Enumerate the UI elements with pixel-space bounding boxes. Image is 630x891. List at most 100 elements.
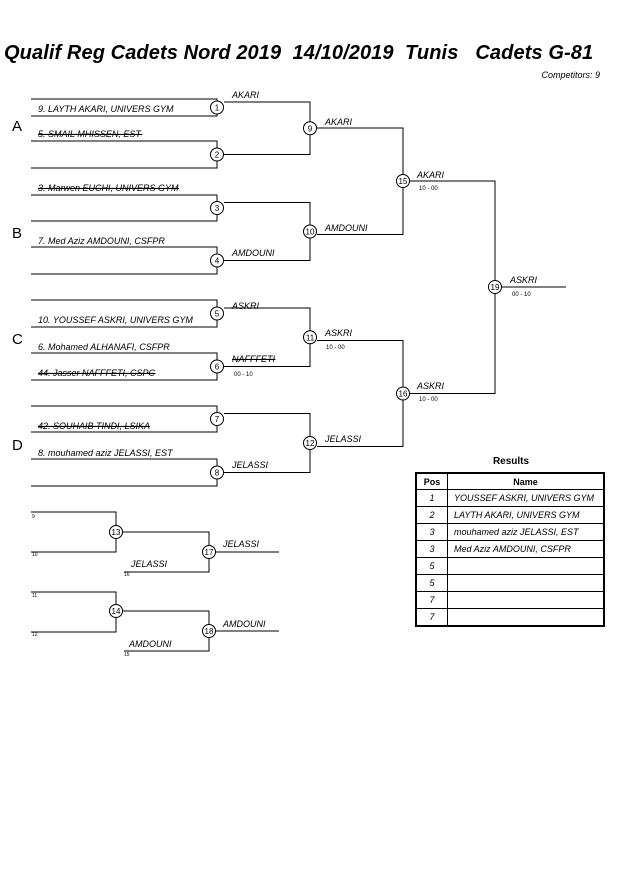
match-number-circle xyxy=(303,121,317,136)
result-pos: 3 xyxy=(416,523,448,541)
match-number-circle xyxy=(488,280,502,294)
match-number-circle xyxy=(303,436,317,450)
match-number: 17 xyxy=(205,548,214,557)
match-number: 4 xyxy=(215,257,220,266)
repechage-bracket xyxy=(31,511,117,553)
results-row: 5 xyxy=(416,574,604,592)
result-name: LAYTH AKARI, UNIVERS GYM xyxy=(447,506,604,524)
first-round-bracket xyxy=(31,246,218,275)
competitor-name: 7. Med Aziz AMDOUNI, CSFPR xyxy=(38,236,165,246)
match-number-circle xyxy=(303,330,317,345)
competitors-count: Competitors: 9 xyxy=(541,70,600,80)
match-number-circle xyxy=(109,525,123,539)
results-title: Results xyxy=(492,456,530,467)
match-number: 11 xyxy=(306,333,315,342)
match-number: 3 xyxy=(215,204,220,213)
result-pos: 7 xyxy=(416,591,448,609)
match-number: 2 xyxy=(215,151,220,160)
match-number-circle xyxy=(303,224,317,239)
repechage-source: 12 xyxy=(32,632,38,638)
match-number-circle xyxy=(202,545,216,559)
match-number: 13 xyxy=(112,528,121,537)
result-name: mouhamed aziz JELASSI, EST xyxy=(447,523,604,541)
match-number: 15 xyxy=(399,177,408,186)
champion-name: ASKRI xyxy=(509,275,538,285)
results-header-row: Pos Name xyxy=(416,473,604,490)
semi-final-bracket xyxy=(317,340,404,447)
result-name xyxy=(447,557,604,575)
match-number: 18 xyxy=(205,627,214,636)
match-number: 8 xyxy=(215,469,220,478)
match-number: 14 xyxy=(112,607,121,616)
match-number-circle xyxy=(210,253,224,268)
second-round-bracket xyxy=(224,101,311,155)
repechage-name: AMDOUNI xyxy=(128,639,172,649)
result-name: Med Aziz AMDOUNI, CSFPR xyxy=(447,540,604,558)
result-name xyxy=(447,591,604,609)
results-row: 5 xyxy=(416,557,604,575)
match-number-circle xyxy=(210,359,224,374)
result-name xyxy=(447,574,604,592)
match-number-circle xyxy=(210,412,224,426)
competitor-name: 6. Mohamed ALHANAFI, CSFPR xyxy=(38,342,170,352)
repechage-source: 15 xyxy=(124,652,130,658)
match-number-circle xyxy=(210,201,224,215)
repechage-source: 11 xyxy=(32,593,37,599)
round1-winner: AKARI xyxy=(231,90,260,100)
round1-winner: ASKRI xyxy=(231,301,260,311)
match-number: 16 xyxy=(399,390,408,399)
first-round-bracket xyxy=(31,194,218,222)
match-number-circle xyxy=(109,604,123,618)
results-row: 7 xyxy=(416,608,604,626)
match-number: 7 xyxy=(215,415,220,424)
results-header-name: Name xyxy=(447,473,604,490)
round2-winner: JELASSI xyxy=(324,434,362,444)
result-pos: 2 xyxy=(416,506,448,524)
match-score: 10 - 00 xyxy=(419,397,438,403)
match-number: 19 xyxy=(491,283,500,292)
result-name xyxy=(447,608,604,626)
round1-winner: AMDOUNI xyxy=(231,248,275,258)
result-name: YOUSSEF ASKRI, UNIVERS GYM xyxy=(447,489,604,507)
repechage-source: 10 xyxy=(32,552,38,558)
repechage-winner: JELASSI xyxy=(222,539,260,549)
repechage-winner: AMDOUNI xyxy=(222,619,266,629)
match-number-circle xyxy=(210,465,224,480)
final-bracket xyxy=(410,180,496,394)
pool-letter: C xyxy=(12,331,23,348)
first-round-bracket xyxy=(31,140,218,169)
competitor-name: 10. YOUSSEF ASKRI, UNIVERS GYM xyxy=(38,315,193,325)
results-row: 7 xyxy=(416,591,604,609)
match-number-circle xyxy=(202,624,216,638)
match-number: 1 xyxy=(215,104,220,113)
round1-winner: JELASSI xyxy=(231,460,269,470)
event-title: Qualif Reg Cadets Nord 2019 14/10/2019 T… xyxy=(4,42,594,64)
match-number: 12 xyxy=(306,439,315,448)
match-score: 00 - 10 xyxy=(512,292,531,298)
first-round-bracket xyxy=(31,458,218,487)
round2-winner: AKARI xyxy=(324,117,353,127)
match-number-circle xyxy=(396,386,410,401)
pool-letter: B xyxy=(12,225,22,242)
semi-winner: AKARI xyxy=(416,170,445,180)
results-header-pos: Pos xyxy=(416,473,448,490)
round2-winner: ASKRI xyxy=(324,328,353,338)
pool-letter: D xyxy=(12,437,23,454)
match-score: 10 - 00 xyxy=(419,186,438,192)
semi-winner: ASKRI xyxy=(416,381,445,391)
match-number: 10 xyxy=(306,228,315,237)
match-number-circle xyxy=(210,100,224,115)
competitor-name: 8. mouhamed aziz JELASSI, EST xyxy=(38,448,174,458)
pool-letter: A xyxy=(12,118,22,135)
repechage-source: 9 xyxy=(32,514,35,520)
match-number: 9 xyxy=(308,124,313,133)
result-pos: 5 xyxy=(416,557,448,575)
competitor-name: 9. LAYTH AKARI, UNIVERS GYM xyxy=(38,104,174,114)
match-number-circle xyxy=(210,147,224,162)
